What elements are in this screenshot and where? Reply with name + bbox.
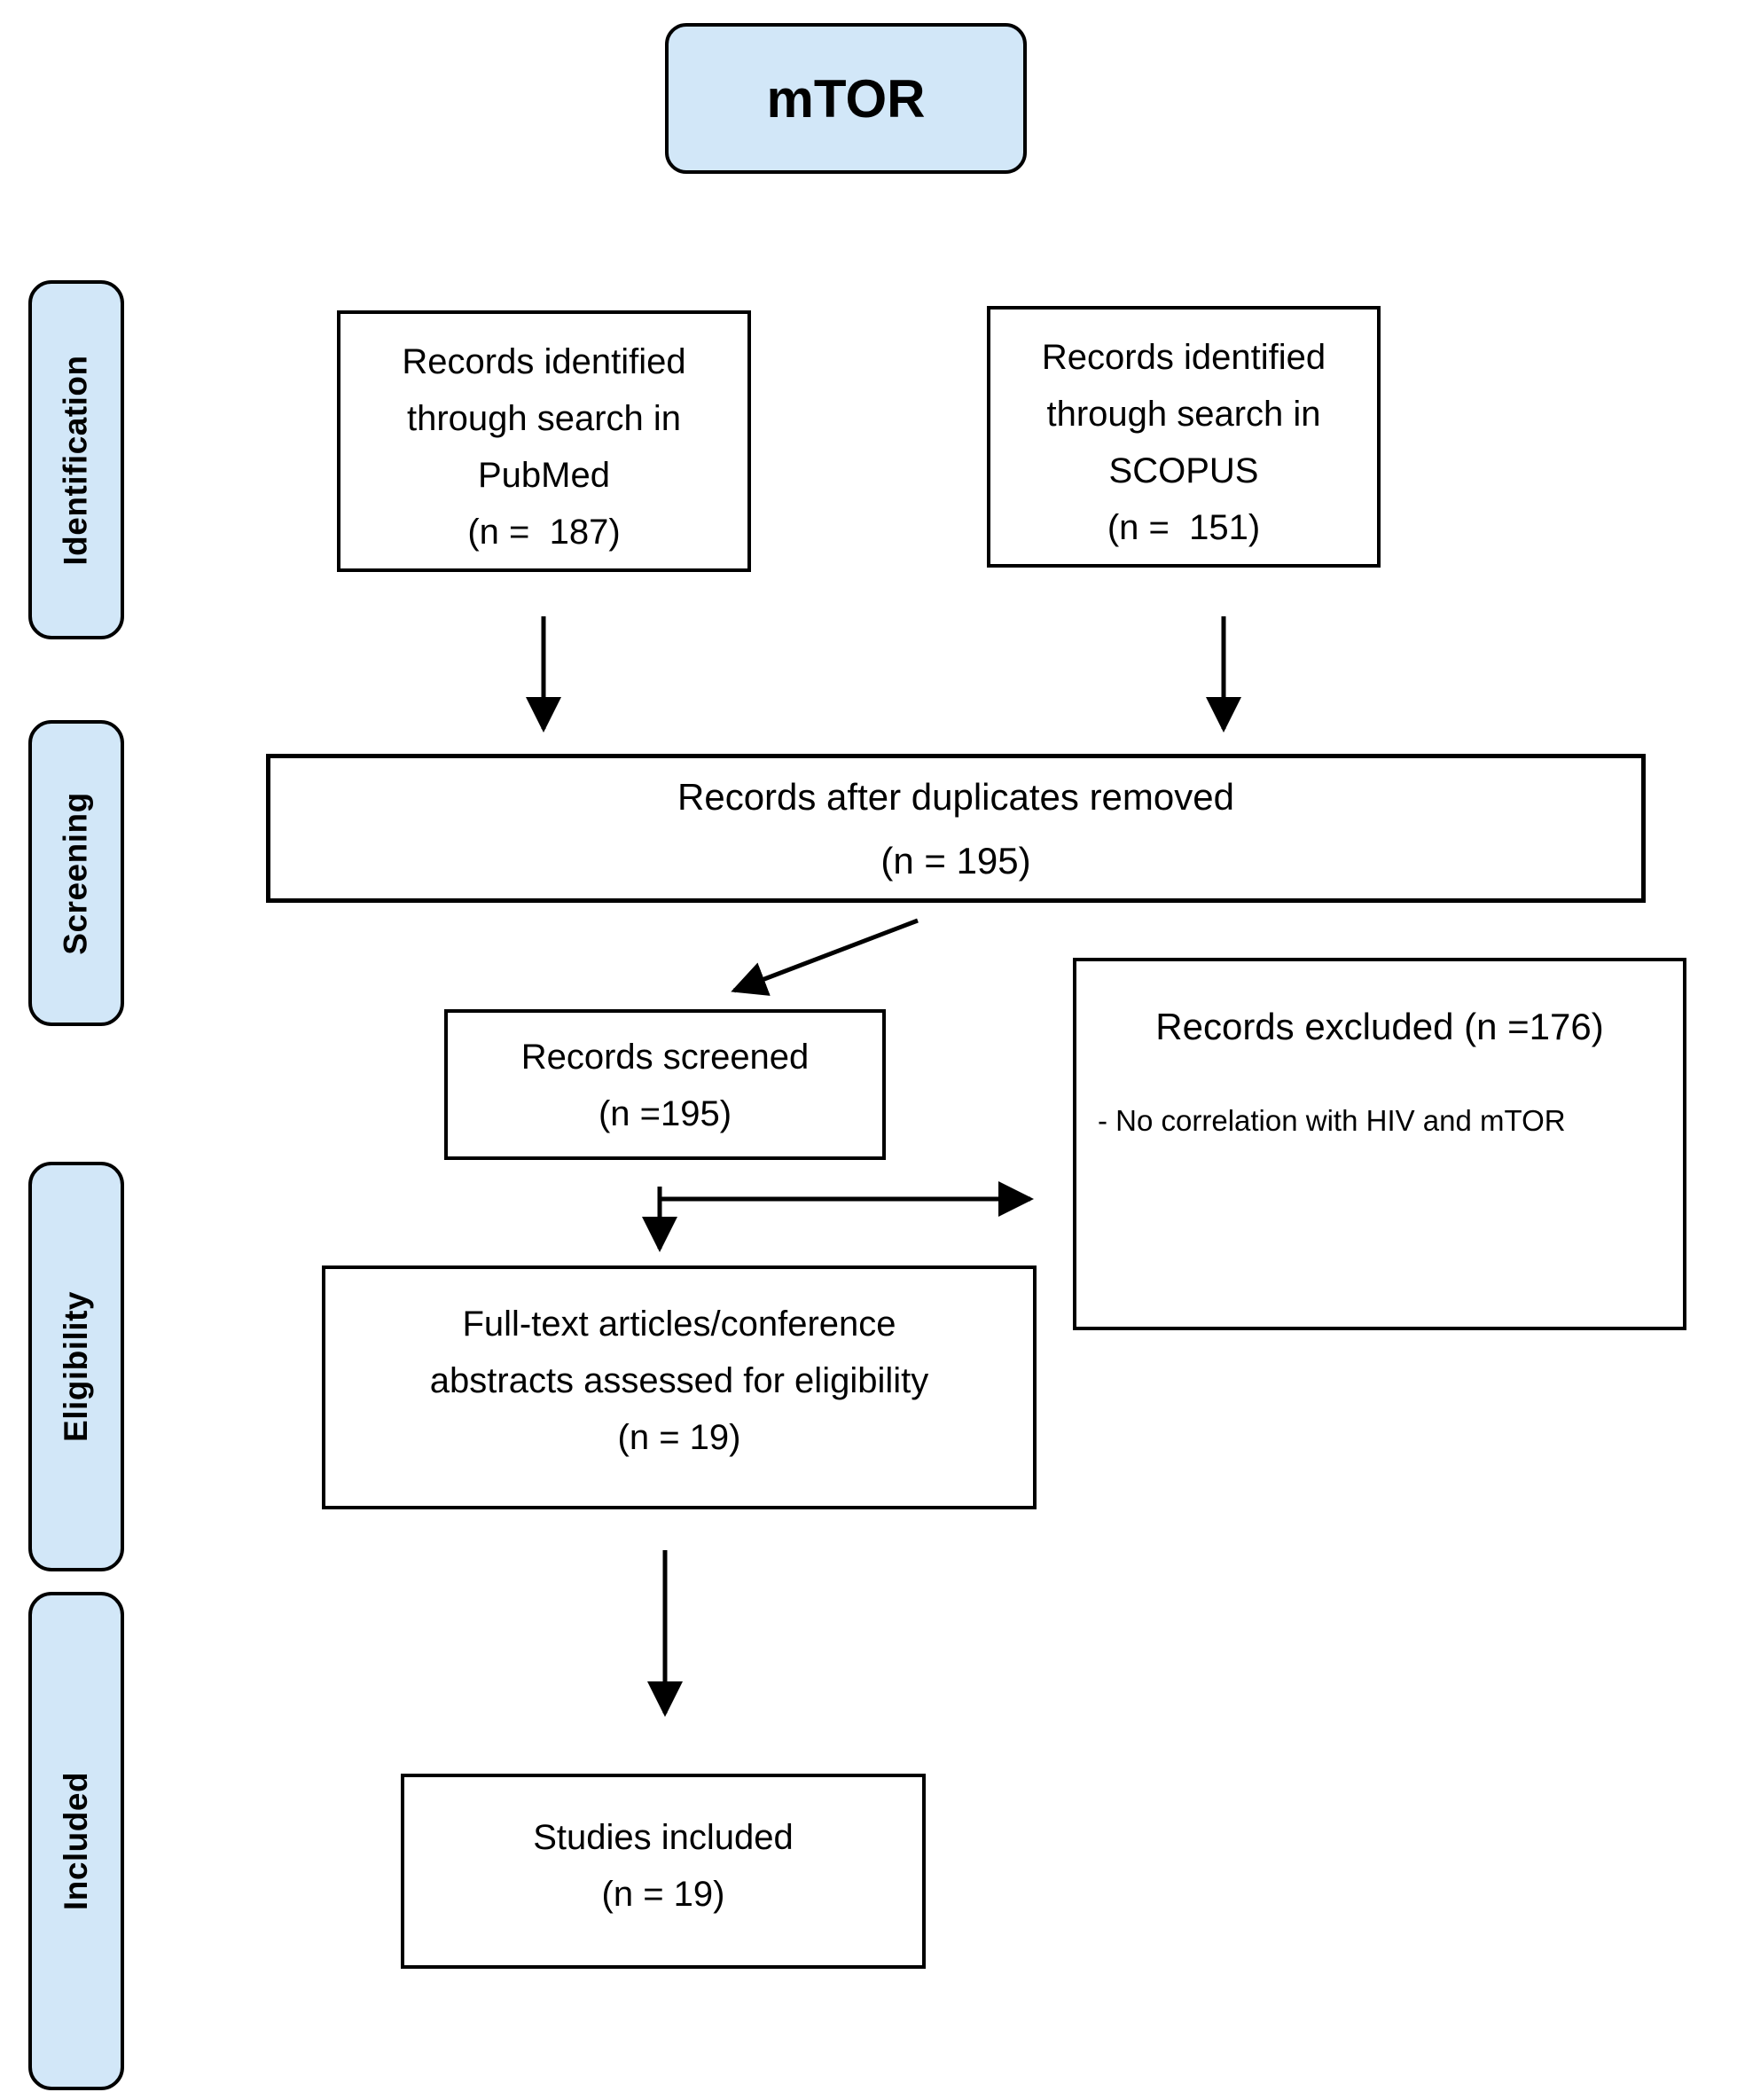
box-studies-included: Studies included (n = 19) xyxy=(401,1774,926,1969)
stage-label-text: Eligibility xyxy=(58,1291,94,1442)
box-text-line: PubMed xyxy=(478,456,610,495)
box-records-identified-scopus: Records identified through search in SCO… xyxy=(987,306,1381,568)
box-text-line: SCOPUS xyxy=(1108,451,1259,490)
box-text-line: abstracts assessed for eligibility xyxy=(429,1361,929,1400)
box-text-line: Records screened xyxy=(520,1038,810,1077)
box-records-identified-pubmed: Records identified through search in Pub… xyxy=(337,310,751,572)
diagram-title-box: mTOR xyxy=(665,23,1027,174)
arrow-duplicates-to-screened xyxy=(731,918,919,996)
box-text-line: Records after duplicates removed xyxy=(677,776,1234,818)
excluded-heading: Records excluded (n =176) xyxy=(1155,1006,1604,1047)
stage-label-identification: Identification xyxy=(28,280,124,639)
box-text-line: through search in xyxy=(1046,395,1321,434)
diagram-title: mTOR xyxy=(766,68,926,129)
stage-label-included: Included xyxy=(28,1592,124,2090)
box-text-line: Full-text articles/conference xyxy=(462,1305,896,1344)
box-text-line: (n = 19) xyxy=(617,1418,741,1457)
box-text-line: (n = 151) xyxy=(1107,508,1261,547)
box-text-line: (n = 187) xyxy=(467,513,621,552)
box-text-line: Records identified xyxy=(1041,338,1326,377)
box-text-line: Studies included xyxy=(533,1818,794,1857)
stage-label-text: Included xyxy=(58,1771,94,1911)
stage-label-text: Identification xyxy=(58,354,95,566)
stage-label-text: Screening xyxy=(58,791,94,955)
box-text-line: Records identified xyxy=(402,342,686,381)
box-text-line: through search in xyxy=(406,399,682,438)
box-text-line: (n =195) xyxy=(598,1094,732,1133)
box-fulltext-assessed: Full-text articles/conference abstracts … xyxy=(322,1265,1037,1509)
box-records-screened: Records screened (n =195) xyxy=(444,1009,886,1160)
stage-label-eligibility: Eligibility xyxy=(28,1162,124,1571)
stage-label-screening: Screening xyxy=(28,720,124,1026)
box-text-line: (n = 19) xyxy=(601,1875,725,1914)
box-records-excluded: Records excluded (n =176) - No correlati… xyxy=(1073,958,1686,1330)
box-text-line: (n = 195) xyxy=(880,840,1031,882)
excluded-reason: - No correlation with HIV and mTOR xyxy=(1098,1104,1566,1137)
box-records-after-duplicates-removed: Records after duplicates removed (n = 19… xyxy=(266,754,1646,903)
